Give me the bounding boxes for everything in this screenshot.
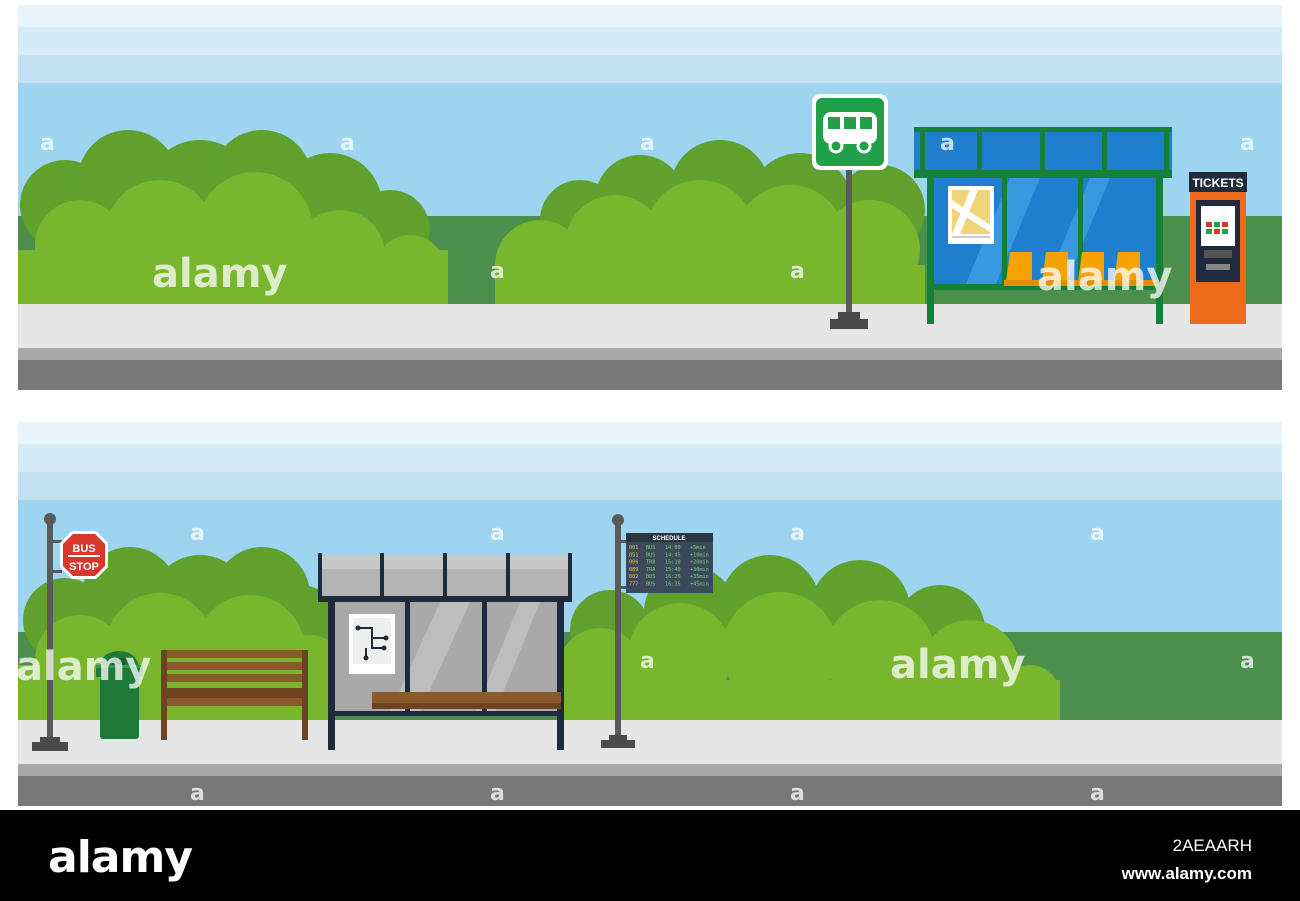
schedule-cell: +5min [690,545,706,551]
sidewalk-2 [18,720,1282,764]
tickets-label: TICKETS [1192,176,1243,190]
road-2 [18,776,1282,806]
schedule-cell: TRA [646,567,656,573]
watermark-logo: alamy [152,251,287,297]
schedule-cell: +35min [690,574,709,580]
watermark-mark: a [490,521,505,546]
schedule-title: SCHEDULE [652,536,685,542]
sky-band-1b [18,27,1282,55]
watermark-logo: alamy [1037,254,1172,300]
schedule-cell: 777 [629,582,638,588]
bushes-left-1 [18,130,448,306]
watermark-mark: a [790,259,805,284]
watermark-mark: a [340,131,355,156]
bus-shelter-1 [914,127,1172,324]
watermark-mark: a [190,521,205,546]
schedule-cell: +10min [690,552,709,558]
ticket-screen-buttons [1206,222,1228,234]
schedule-cell: 14:00 [665,545,681,551]
schedule-cell: 15:10 [665,560,681,566]
schedule-cell: 16:20 [665,574,681,580]
sky-band-1a [18,5,1282,27]
watermark-mark: a [640,649,655,674]
bushes-middle-1 [495,140,925,310]
wooden-bench [161,650,308,740]
watermark-mark: a [40,131,55,156]
sky-band-2c [18,472,1282,500]
bus-stop-sign-line2: STOP [69,561,99,573]
road-1 [18,360,1282,390]
panel-bottom-scene: BUS STOP [18,422,1282,806]
schedule-cell: 15:40 [665,567,681,573]
watermark-mark: a [1240,649,1255,674]
watermarks: alamy alamy alamy alamy a a a a a a a a … [16,131,1255,806]
watermark-logo: alamy [16,644,151,690]
schedule-cell: BUS [646,545,655,551]
shelter-bench-2 [372,692,561,703]
bus-stop-pole-2: BUS STOP [32,513,108,751]
sky-band-1c [18,55,1282,83]
schedule-cell: 001 [629,545,638,551]
sky-band-2b [18,444,1282,472]
curb-2 [18,764,1282,776]
bus-icon [823,112,877,154]
watermark-logo: alamy [890,642,1025,688]
watermark-mark: a [790,521,805,546]
watermark-mark: a [790,781,805,806]
bus-stop-sign-line1: BUS [72,543,95,555]
schedule-cell: 002 [629,574,638,580]
schedule-cell: TRB [646,560,655,566]
schedule-cell: +20min [690,560,709,566]
watermark-mark: a [490,781,505,806]
ticket-machine: TICKETS [1189,172,1247,324]
schedule-cell: +30min [690,567,709,573]
map-poster-1 [948,186,994,244]
route-map-poster-2 [349,614,395,674]
watermark-mark: a [190,781,205,806]
schedule-cell: 16:35 [665,582,681,588]
watermark-mark: a [940,131,955,156]
schedule-cell: 051 [629,552,638,558]
curb-1 [18,348,1282,360]
schedule-cell: BUS [646,552,655,558]
watermark-mark: a [490,259,505,284]
sidewalk-1 [18,304,1282,348]
footer-image-id: 2AEAARH [1172,836,1252,855]
sky-band-2a [18,422,1282,444]
schedule-cell: BUS [646,574,655,580]
watermark-mark: a [640,131,655,156]
schedule-cell: +45min [690,582,709,588]
watermark-mark: a [1090,781,1105,806]
schedule-cell: BUS [646,582,655,588]
watermark-mark: a [1240,131,1255,156]
bus-shelter-2 [318,553,572,750]
seats-1 [1004,252,1156,286]
watermark-mark: a [1090,521,1105,546]
bus-stop-sign-1 [812,94,888,329]
schedule-cell: 006 [629,560,638,566]
panel-top-scene: TICKETS [18,5,1282,390]
schedule-cell: 14:45 [665,552,681,558]
schedule-cell: 089 [629,567,638,573]
trash-bin [96,651,143,739]
footer-brand-logo: alamy [48,832,193,883]
footer-url: www.alamy.com [1121,864,1252,883]
stock-footer-bar: alamy 2AEAARH www.alamy.com [0,810,1300,901]
